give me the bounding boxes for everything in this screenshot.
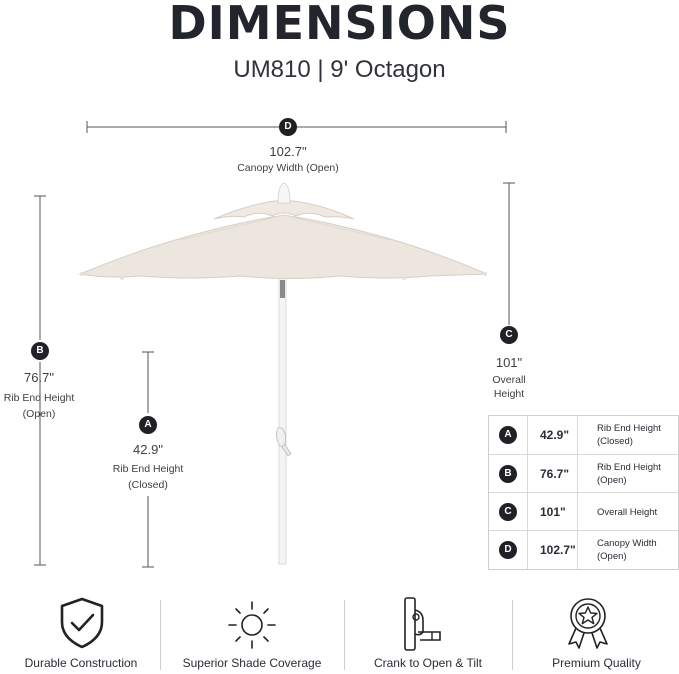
rib-closed-value: 42.9" (133, 442, 163, 457)
rib-open-label-2: (Open) (22, 408, 56, 420)
table-badge: D (499, 541, 517, 559)
feature-divider (512, 600, 513, 670)
rib-open-line (34, 195, 46, 566)
feature-label: Crank to Open & Tilt (373, 656, 483, 670)
overall-height-line (503, 182, 515, 325)
sun-icon (228, 601, 276, 649)
table-desc: Overall Height (597, 506, 658, 518)
overall-height-value: 101" (495, 355, 523, 370)
rib-closed-label-2: (Closed) (128, 479, 168, 491)
table-value: 101" (528, 493, 578, 531)
table-value: 102.7" (528, 531, 578, 569)
feature-label: Premium Quality (552, 656, 641, 670)
feature-label: Durable Construction (24, 656, 138, 670)
rib-closed-label-1: Rib End Height (112, 463, 184, 475)
table-desc: Rib End Height (Closed) (597, 423, 661, 447)
feature-label: Superior Shade Coverage (182, 656, 322, 670)
badge-d: D (279, 118, 297, 136)
table-badge: A (499, 426, 517, 444)
rib-open-value: 76.7" (24, 370, 54, 385)
table-badge: B (499, 465, 517, 483)
crank-icon (404, 597, 441, 651)
badge-c: C (500, 326, 518, 344)
table-desc: Rib End Height (Open) (597, 462, 661, 486)
badge-b: B (31, 342, 49, 360)
award-ribbon-icon (568, 598, 608, 649)
umbrella-illustration (78, 182, 488, 565)
table-row: C 101" Overall Height (489, 492, 678, 531)
rib-closed-line (142, 351, 154, 568)
canopy-width-label: Canopy Width (Open) (237, 162, 339, 174)
table-value: 76.7" (528, 455, 578, 493)
table-row: A 42.9" Rib End Height (Closed) (489, 416, 678, 454)
page-title: DIMENSIONS (168, 0, 511, 50)
shield-check-icon (60, 597, 104, 649)
umbrella-diagram (34, 121, 515, 568)
overall-height-label-1: Overall (492, 374, 526, 386)
badge-a: A (139, 416, 157, 434)
overall-height-label-2: Height (493, 388, 525, 400)
page-subtitle: UM810 | 9' Octagon (233, 56, 446, 83)
table-desc: Canopy Width (Open) (597, 538, 657, 562)
dimensions-table: A 42.9" Rib End Height (Closed) B 76.7" … (488, 415, 679, 570)
table-row: B 76.7" Rib End Height (Open) (489, 454, 678, 493)
feature-divider (344, 600, 345, 670)
feature-divider (160, 600, 161, 670)
table-row: D 102.7" Canopy Width (Open) (489, 530, 678, 569)
rib-open-label-1: Rib End Height (3, 392, 75, 404)
table-value: 42.9" (528, 416, 578, 454)
table-badge: C (499, 503, 517, 521)
canopy-width-value: 102.7" (269, 144, 307, 159)
